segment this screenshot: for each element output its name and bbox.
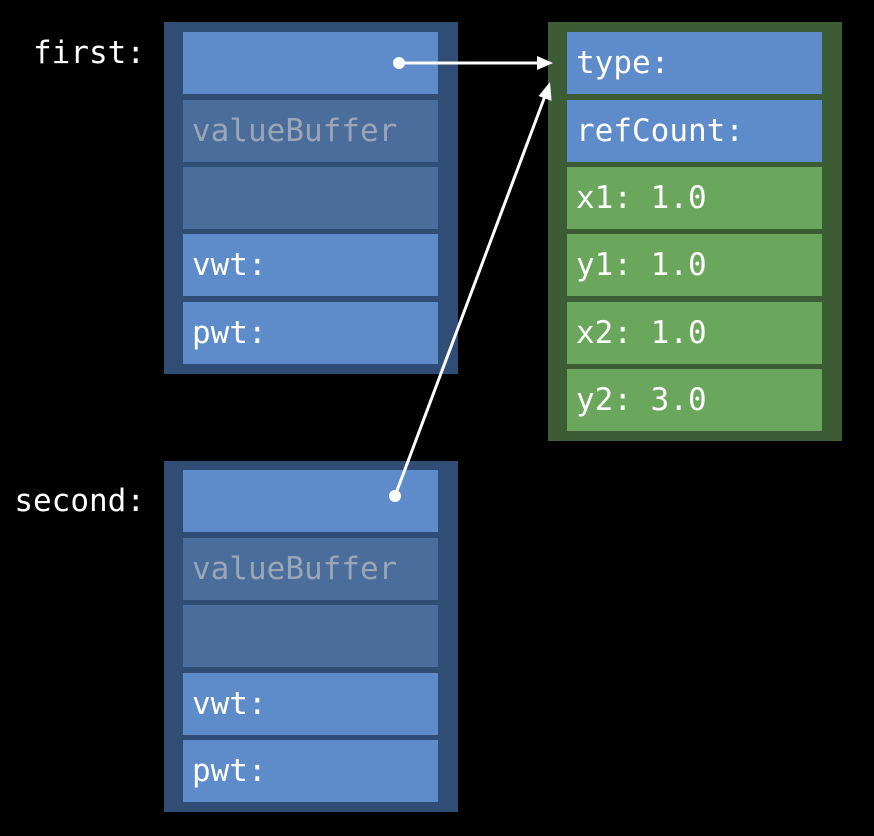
heap-field-x1-cell: x1: 1.0 <box>567 167 822 229</box>
first-label: first: <box>33 35 145 71</box>
first-vwt-cell: vwt: <box>183 234 438 296</box>
heap-refcount-cell: refCount: <box>567 100 822 162</box>
second-existential-container: valueBuffer vwt: pwt: <box>164 461 458 812</box>
heap-object-container: type: refCount: x1: 1.0 y1: 1.0 x2: 1.0 … <box>548 22 842 441</box>
second-pointer-cell <box>183 470 438 532</box>
first-pointer-cell <box>183 32 438 94</box>
first-value-buffer-cell: valueBuffer <box>183 100 438 162</box>
first-pwt-cell: pwt: <box>183 302 438 364</box>
second-pwt-cell: pwt: <box>183 740 438 802</box>
second-vwt-cell: vwt: <box>183 673 438 735</box>
second-label: second: <box>14 483 145 519</box>
heap-type-cell: type: <box>567 32 822 94</box>
second-empty-buffer-cell <box>183 605 438 667</box>
second-value-buffer-cell: valueBuffer <box>183 538 438 600</box>
heap-field-x2-cell: x2: 1.0 <box>567 302 822 364</box>
first-existential-container: valueBuffer vwt: pwt: <box>164 22 458 374</box>
heap-field-y1-cell: y1: 1.0 <box>567 234 822 296</box>
heap-field-y2-cell: y2: 3.0 <box>567 369 822 431</box>
first-empty-buffer-cell <box>183 167 438 229</box>
